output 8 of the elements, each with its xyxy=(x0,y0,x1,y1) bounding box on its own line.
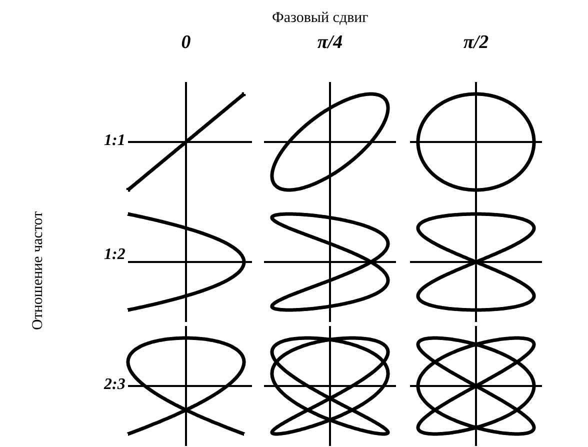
column-header: π/4 xyxy=(317,32,343,54)
chart-title: Фазовый сдвиг xyxy=(272,10,368,27)
row-label: 2:3 xyxy=(104,376,126,394)
column-header: 0 xyxy=(181,32,191,54)
row-label: 1:1 xyxy=(104,132,126,150)
column-header: π/2 xyxy=(463,32,489,54)
axis-label: Отношение частот xyxy=(30,210,47,330)
row-label: 1:2 xyxy=(104,246,126,264)
